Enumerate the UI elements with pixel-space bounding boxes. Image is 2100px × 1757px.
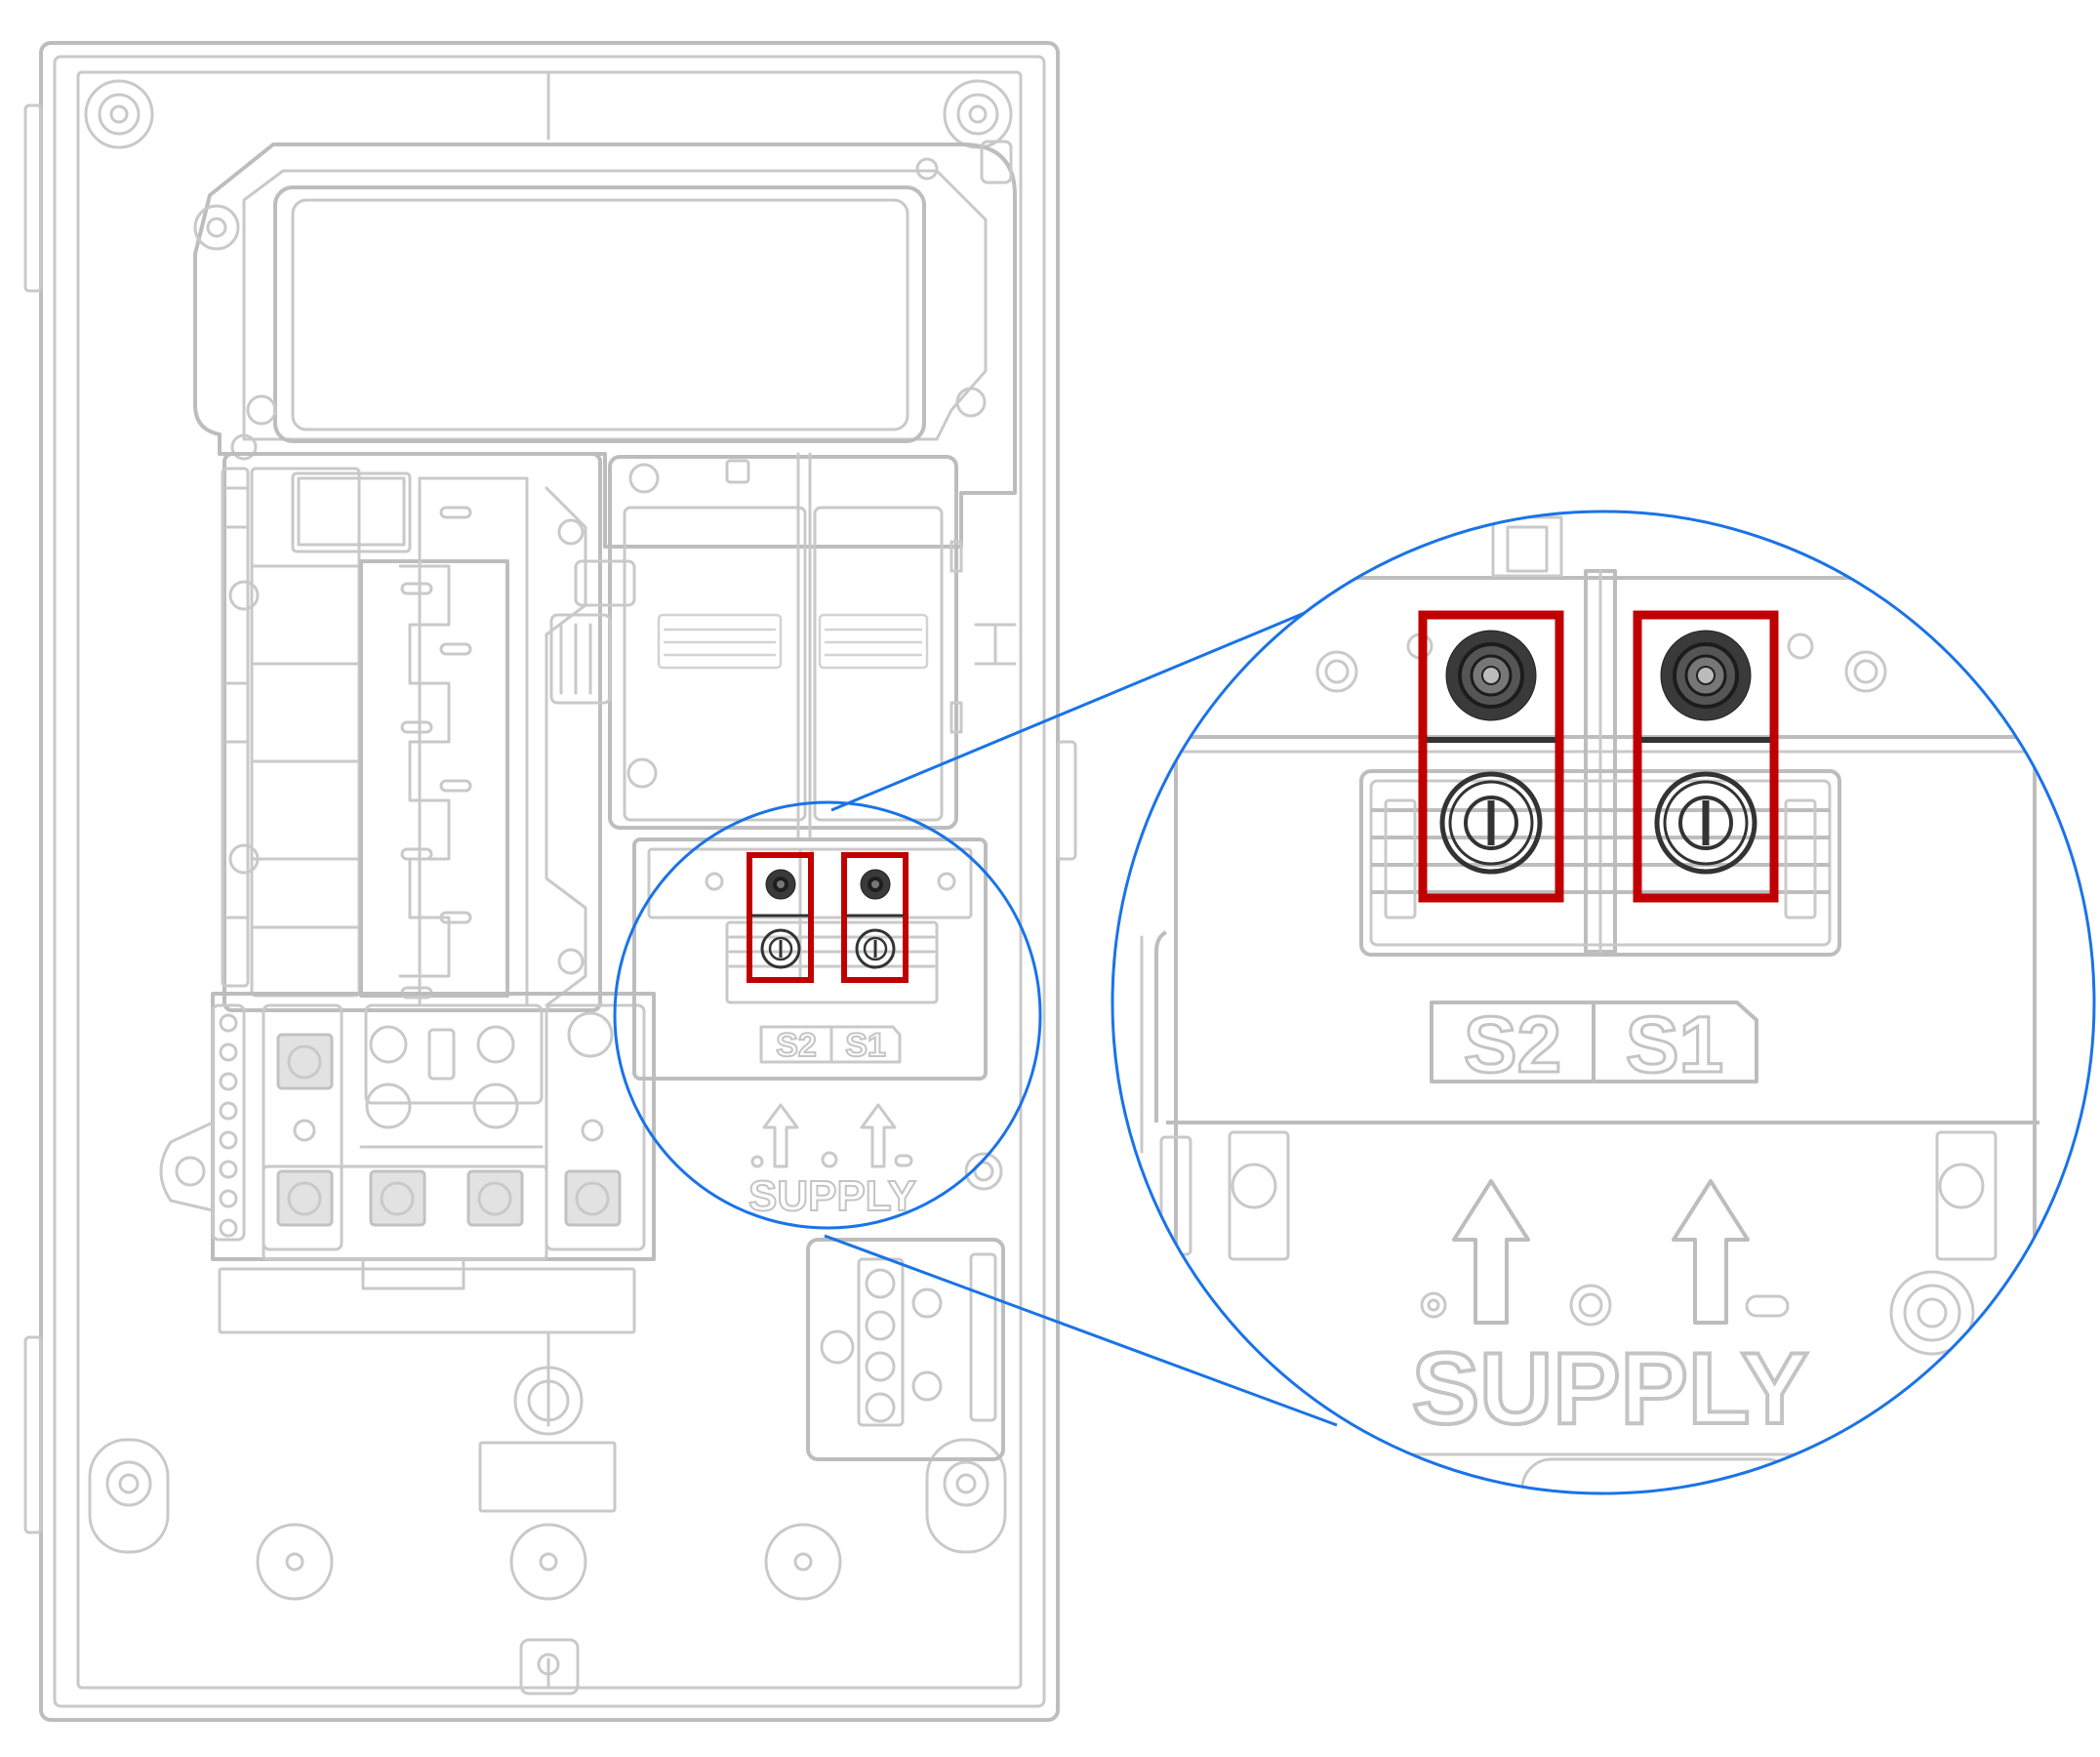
lug-terminal-blocks	[159, 992, 656, 1334]
small-terminal-label: S2 S1	[759, 1025, 902, 1065]
callout-zoom-circle	[1111, 510, 2096, 1495]
callout-small-circle	[613, 800, 1042, 1230]
ground-terminal-strip	[806, 1238, 1005, 1461]
zoom-highlight-s1	[1633, 610, 1779, 903]
breaker-contact-rows	[657, 613, 929, 670]
small-supply-label: SUPPLY	[747, 1103, 917, 1221]
callout	[613, 593, 1348, 1427]
small-terminal-highlights	[747, 852, 909, 983]
small-highlight-s2	[747, 852, 814, 983]
callout-line-top	[830, 593, 1348, 812]
callout-line-bottom	[824, 1234, 1338, 1427]
zoom-terminal-label: S2 S1	[1430, 1000, 1758, 1091]
zoom-highlight-s2	[1418, 610, 1564, 903]
enclosure	[23, 41, 1077, 1722]
meter-supply-block	[632, 838, 1003, 1191]
meter-socket-housing	[193, 140, 1017, 549]
knockouts	[256, 1366, 842, 1696]
zoom-s1-bottom-screw	[1654, 771, 1757, 875]
zoom-label-s1: S1	[1626, 1001, 1723, 1089]
small-highlight-s1	[841, 852, 909, 983]
mounting-bolts	[84, 79, 1013, 1554]
zoom-terminal-highlights	[1418, 610, 1779, 903]
zoom-supply-label: SUPPLY	[1410, 1179, 1810, 1448]
breaker-slots	[549, 452, 1017, 841]
bus-assembly	[221, 452, 602, 1012]
zoom-s2-bottom-screw	[1439, 771, 1543, 875]
zoom-label-s2: S2	[1464, 1001, 1561, 1089]
small-label-s2: S2	[776, 1027, 817, 1064]
zoom-detail	[1112, 511, 2094, 1493]
small-label-s1: S1	[845, 1027, 886, 1064]
zoom-supply-text: SUPPLY	[1412, 1332, 1809, 1446]
small-supply-text: SUPPLY	[748, 1172, 916, 1220]
